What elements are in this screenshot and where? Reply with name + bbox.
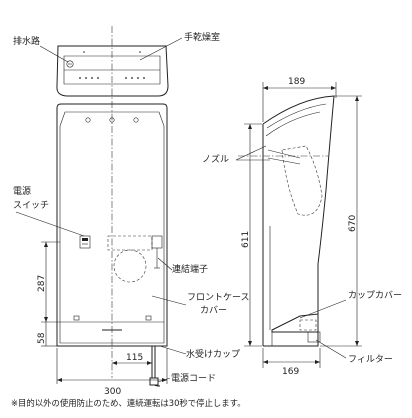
label-power-switch-line1: 電源 bbox=[13, 186, 31, 197]
dim-287-line bbox=[41, 241, 60, 323]
leader-water-cup bbox=[159, 345, 187, 355]
side-filter-box bbox=[307, 331, 321, 343]
side-nozzle-hidden bbox=[281, 145, 323, 216]
terminal-area bbox=[107, 235, 153, 251]
body-screw-left bbox=[85, 117, 91, 123]
dryer-vent-dots bbox=[79, 51, 145, 79]
leader-terminal bbox=[157, 257, 173, 271]
label-power-switch-line2: スイッチ bbox=[13, 200, 49, 211]
power-switch-box bbox=[79, 235, 91, 249]
dim-300-line bbox=[56, 348, 168, 384]
dim-115: 115 bbox=[126, 353, 143, 363]
drain-hole bbox=[66, 60, 74, 68]
leader-front-cover bbox=[151, 295, 187, 306]
dim-58-line bbox=[41, 322, 57, 347]
main-body bbox=[56, 103, 168, 347]
leader-nozzle-1 bbox=[235, 145, 267, 161]
dim-287: 287 bbox=[37, 275, 47, 292]
side-front-curve bbox=[262, 95, 335, 326]
terminal-block bbox=[151, 235, 163, 249]
power-cord-plug bbox=[149, 377, 159, 386]
leader-power-switch bbox=[15, 211, 85, 237]
power-switch-toggle bbox=[82, 238, 88, 241]
side-lower-body bbox=[263, 326, 319, 347]
dim-611: 611 bbox=[241, 231, 251, 248]
label-water-cup: 水受けカップ bbox=[186, 348, 240, 360]
side-cup-cover bbox=[271, 313, 319, 333]
label-drain: 排水路 bbox=[13, 35, 40, 47]
leader-drain bbox=[39, 45, 69, 63]
dim-115-line bbox=[112, 361, 152, 365]
body-screw-center bbox=[109, 117, 115, 123]
tray-clip-right bbox=[145, 315, 152, 321]
front-view bbox=[15, 26, 187, 387]
label-front-cover-line1: フロントケース bbox=[187, 292, 250, 303]
dim-top-depth: 189 bbox=[288, 77, 305, 87]
tray-clip-left bbox=[73, 315, 80, 321]
top-dryer-unit bbox=[56, 45, 169, 97]
dimension-texts: 300 115 189 169 287 58 611 670 bbox=[37, 77, 358, 397]
label-power-cord: 電源コード bbox=[171, 373, 216, 384]
label-terminal: 連結端子 bbox=[172, 263, 208, 275]
dim-58: 58 bbox=[37, 332, 47, 344]
footnote: ※目的以外の使用防止のため、連続運転は30秒で停止します。 bbox=[11, 398, 246, 408]
body-outline bbox=[56, 103, 168, 347]
dim-169-line bbox=[262, 348, 321, 368]
terminal-circle bbox=[113, 249, 147, 283]
leader-cup-cover bbox=[299, 299, 347, 319]
dim-670: 670 bbox=[348, 215, 358, 232]
dim-bottom-depth: 169 bbox=[282, 367, 299, 377]
body-screw-right bbox=[133, 117, 139, 123]
label-front-cover-line2: カバー bbox=[200, 305, 227, 316]
dryer-housing bbox=[56, 45, 169, 97]
dryer-chamber-outline bbox=[63, 55, 161, 85]
label-nozzle: ノズル bbox=[202, 153, 229, 165]
dim-670-line bbox=[320, 95, 362, 347]
labels: 排水路 手乾燥室 電源 スイッチ 連結端子 フロントケース カバー 水受けカップ… bbox=[13, 31, 402, 384]
side-view bbox=[235, 82, 362, 368]
dim-611-line bbox=[244, 123, 262, 347]
dim-189-line bbox=[262, 82, 337, 122]
label-dry-chamber: 手乾燥室 bbox=[184, 31, 220, 43]
side-inner-curve bbox=[266, 103, 327, 129]
dim-front-width: 300 bbox=[104, 387, 121, 397]
side-filter-hidden bbox=[299, 319, 317, 331]
label-filter: フィルター bbox=[348, 354, 393, 365]
label-cup-cover: カップカバー bbox=[348, 290, 402, 301]
leader-filter bbox=[315, 339, 347, 359]
body-inner-panel bbox=[59, 111, 165, 344]
leader-dry-chamber bbox=[139, 37, 183, 61]
leader-power-cord bbox=[157, 377, 171, 383]
side-nozzle-line-1 bbox=[267, 149, 301, 159]
